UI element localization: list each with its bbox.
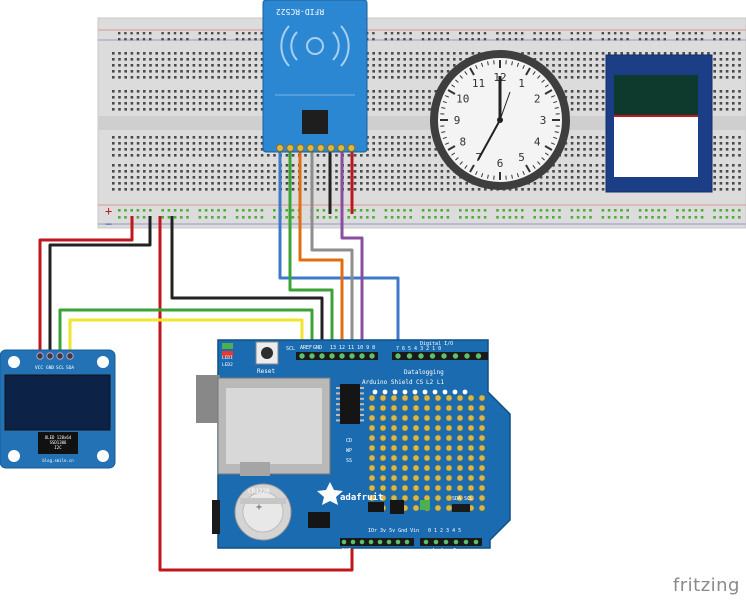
analog-in-label: Analog In [432, 548, 459, 554]
rfid-chip [302, 110, 328, 134]
gnd-label: GND [313, 345, 322, 351]
oled-pin-vcc: VCC [35, 365, 43, 371]
ss-label: SS [346, 458, 352, 464]
oled-pin-sda: SDA [66, 365, 74, 371]
scl-label: SCL [286, 346, 295, 352]
datalogging-shield[interactable]: Reset LED1 LED2 SCL AREF GND 13 12 11 10… [196, 340, 510, 554]
adafruit-text: adafruit [340, 492, 383, 503]
shield-title: Datalogging [404, 369, 444, 376]
oled-caption-4: blog.smile.cn [42, 458, 74, 463]
digital-numbers-right: 7 6 5 4 3 2 1 0 [396, 346, 441, 352]
fritzing-watermark: fritzing [673, 575, 740, 596]
reset-button[interactable] [261, 347, 273, 359]
led2-label: LED2 [222, 362, 233, 368]
oled-display[interactable]: VCC GND SCL SDA OLED 128x64 SSD1306 I2C … [0, 350, 115, 468]
shield-subtitle: Arduino Shield [362, 379, 413, 386]
wire-red-oled-vcc[interactable] [40, 216, 132, 356]
analog-numbers: 0 1 2 3 4 5 [428, 528, 461, 534]
power-labels: IOr 3v 5v Gnd Vin [368, 528, 419, 534]
battery-plus-icon: + [256, 502, 262, 513]
clock-number: 8 [459, 136, 466, 149]
clock-number: 5 [518, 151, 525, 164]
aref-label: AREF [300, 345, 312, 351]
rail-minus-label: − [105, 217, 112, 231]
clock-number: 10 [456, 93, 469, 106]
logic-chip [340, 384, 360, 424]
clock-number: 1 [518, 77, 525, 90]
clock-number: 11 [472, 77, 485, 90]
wp-label: WP [346, 448, 352, 454]
led1-label: LED1 [222, 355, 233, 361]
rail-plus-label: + [105, 204, 112, 218]
digital-numbers-left: 13 12 11 10 9 8 [330, 345, 375, 351]
oled-pin-scl: SCL [56, 365, 64, 371]
shield-lights-label: L2 L1 [426, 379, 444, 386]
led1 [222, 343, 233, 349]
sd-card [606, 55, 712, 192]
clock-number: 2 [534, 93, 541, 106]
clock-number: 9 [454, 114, 461, 127]
rst-label: RST [342, 548, 351, 554]
battery-label: CR1220 [248, 488, 270, 495]
rfid-label: RFID-RC522 [276, 7, 324, 16]
oled-pin-gnd: GND [46, 365, 54, 371]
cd-label: CD [346, 438, 352, 444]
oled-caption-3: I2C [54, 445, 62, 450]
clock-number: 4 [534, 136, 541, 149]
reset-label: Reset [257, 368, 275, 375]
rtc-chip [308, 512, 330, 528]
cs-label: CS [416, 379, 424, 386]
rfid-module[interactable]: RFID-RC522 [263, 0, 367, 152]
clock-number: 6 [497, 157, 504, 170]
clock-number: 3 [540, 114, 547, 127]
rtc-clock: 121234567891011 [430, 50, 570, 190]
sda-scl-label: SDA SCL [452, 496, 473, 502]
wire-black-oled-gnd[interactable] [50, 216, 150, 356]
